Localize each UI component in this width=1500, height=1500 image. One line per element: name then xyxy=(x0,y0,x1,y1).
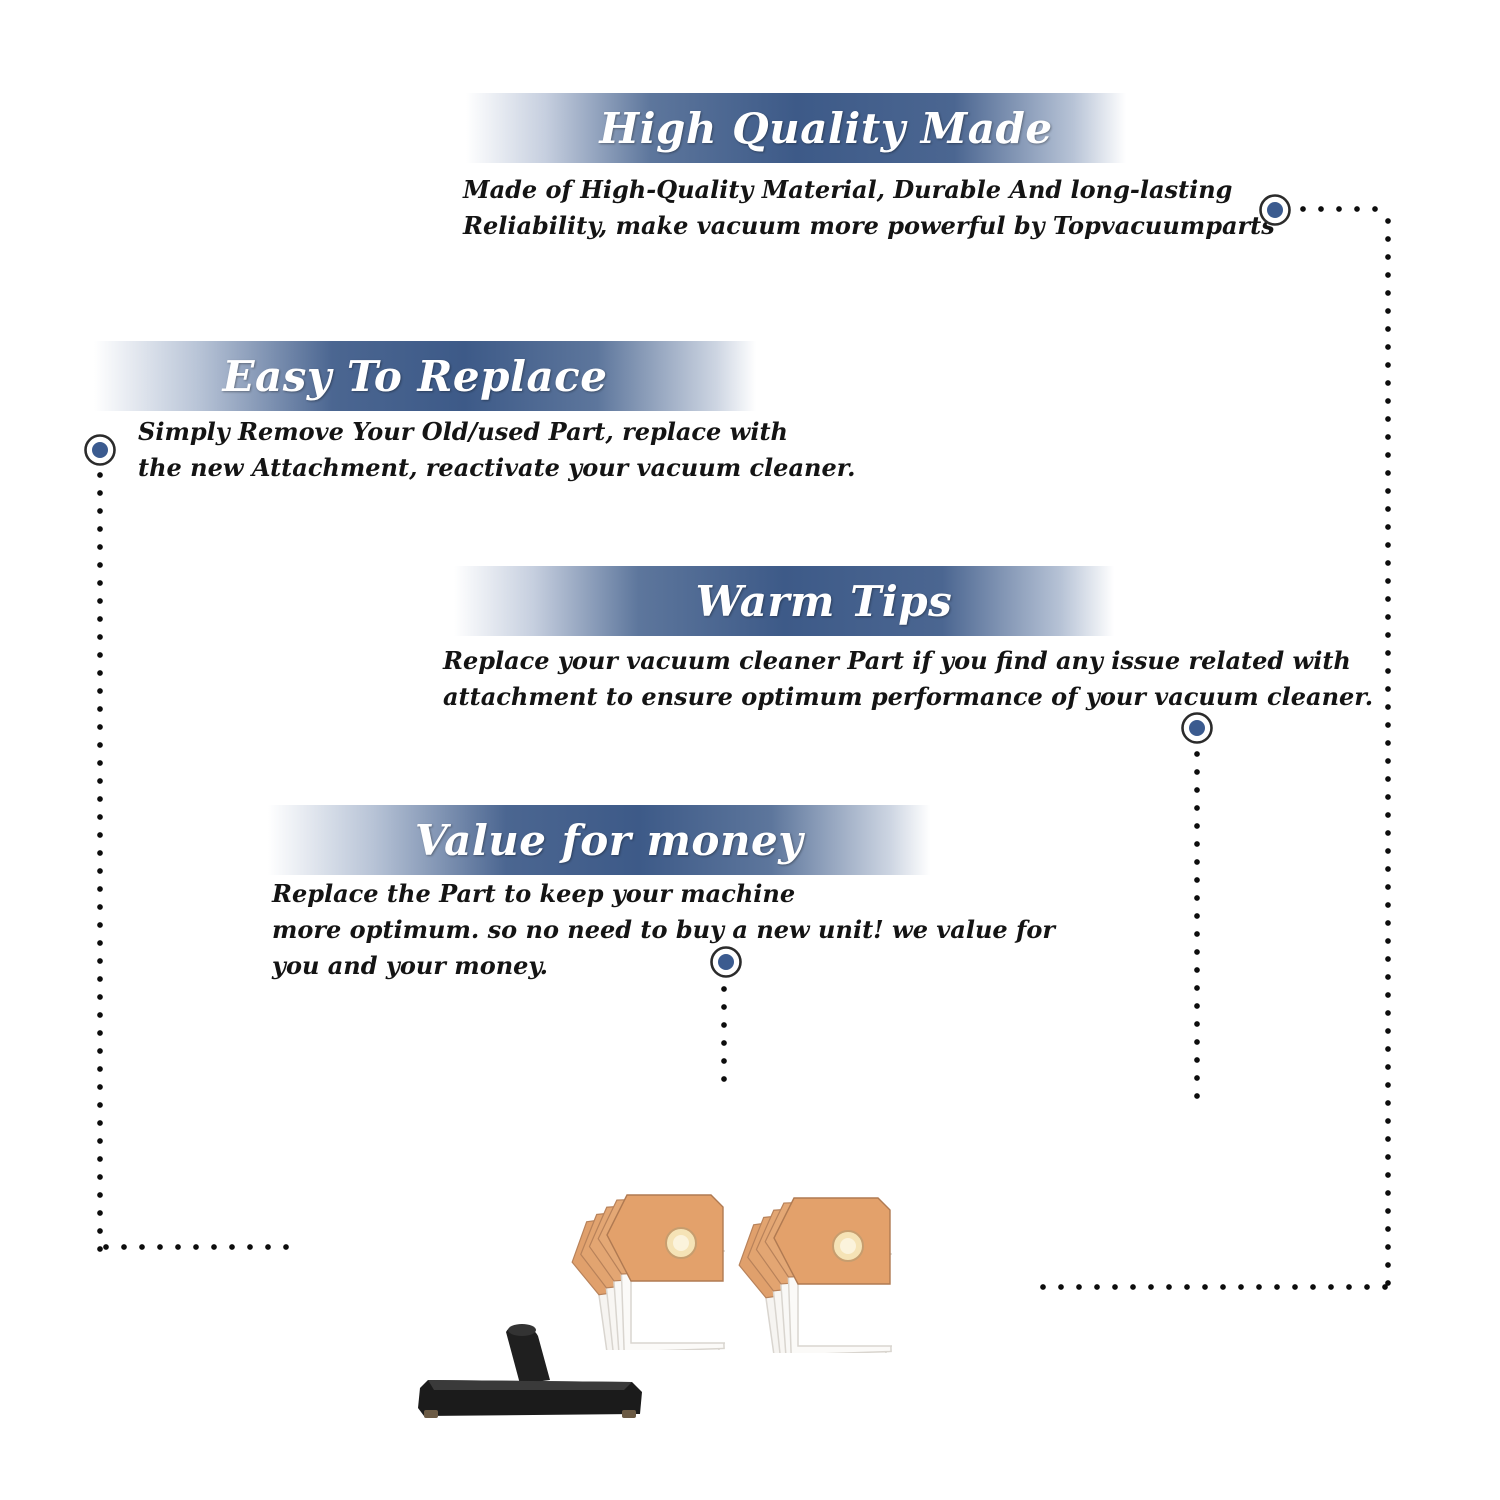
filter-bag-stack xyxy=(738,1197,892,1353)
dotted-connector-line xyxy=(1034,1284,1390,1290)
banner-title: Easy To Replace xyxy=(222,351,608,401)
description-line: more optimum. so no need to buy a new un… xyxy=(272,915,1055,944)
description-easy-to-replace: Simply Remove Your Old/used Part, replac… xyxy=(138,414,856,486)
target-marker-icon xyxy=(710,946,742,978)
description-line: Reliability, make vacuum more powerful b… xyxy=(463,211,1275,240)
target-marker-icon xyxy=(1181,712,1213,744)
dotted-connector-line xyxy=(1385,212,1391,1290)
description-line: you and your money. xyxy=(272,951,548,980)
description-line: Made of High-Quality Material, Durable A… xyxy=(463,175,1233,204)
banner-value-for-money: Value for money xyxy=(268,805,930,875)
target-marker-icon xyxy=(84,434,116,466)
banner-title: Warm Tips xyxy=(695,576,953,626)
dotted-connector-line xyxy=(97,1244,301,1250)
dotted-connector-line xyxy=(1194,745,1200,1109)
description-line: Simply Remove Your Old/used Part, replac… xyxy=(138,417,788,446)
banner-title: Value for money xyxy=(414,815,804,865)
floor-nozzle-tool xyxy=(418,1324,642,1418)
banner-easy-to-replace: Easy To Replace xyxy=(94,341,756,411)
description-line: Replace your vacuum cleaner Part if you … xyxy=(443,646,1351,675)
banner-title: High Quality Made xyxy=(599,103,1053,153)
banner-warm-tips: Warm Tips xyxy=(454,566,1114,636)
filter-bag-stack xyxy=(571,1194,725,1350)
description-value-for-money: Replace the Part to keep your machine mo… xyxy=(272,876,1055,984)
description-line: Replace the Part to keep your machine xyxy=(272,879,796,908)
target-marker-icon xyxy=(1259,194,1291,226)
description-line: the new Attachment, reactivate your vacu… xyxy=(138,453,856,482)
dotted-connector-line xyxy=(721,980,727,1092)
dotted-connector-line xyxy=(1294,206,1390,212)
description-warm-tips: Replace your vacuum cleaner Part if you … xyxy=(443,643,1373,715)
description-line: attachment to ensure optimum performance… xyxy=(443,682,1374,711)
dotted-connector-line xyxy=(97,466,103,1252)
description-high-quality-made: Made of High-Quality Material, Durable A… xyxy=(463,172,1275,244)
banner-high-quality-made: High Quality Made xyxy=(466,93,1126,163)
